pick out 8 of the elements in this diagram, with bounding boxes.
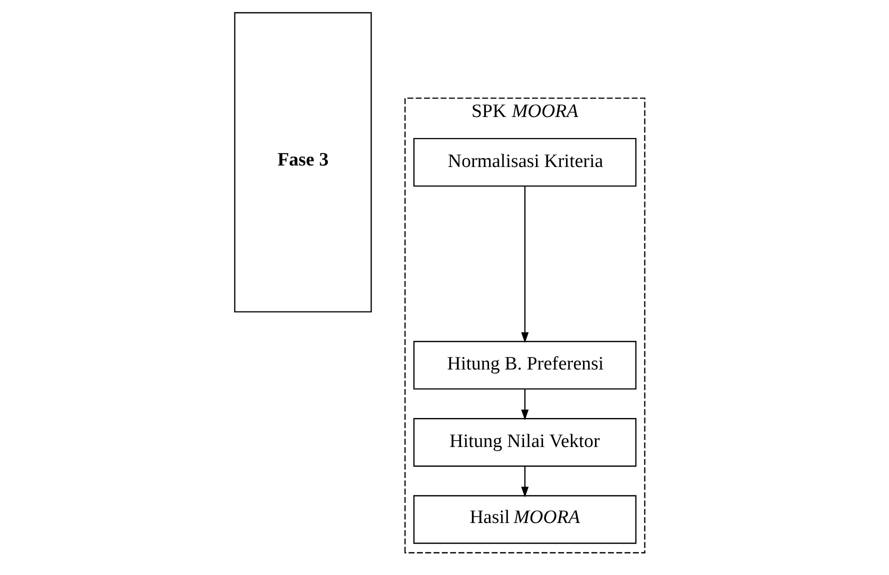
arrow: [521, 389, 529, 420]
node-box: Hitung B. Preferensi: [413, 340, 636, 390]
node-box: Normalisasi Kriteria: [413, 138, 636, 187]
arrow: [521, 186, 529, 343]
arrow: [521, 466, 529, 498]
node-box: Hasil MOORA: [413, 495, 636, 544]
node-box: Hitung Nilai Vektor: [413, 418, 636, 467]
node-box: Fase 3: [234, 12, 372, 312]
